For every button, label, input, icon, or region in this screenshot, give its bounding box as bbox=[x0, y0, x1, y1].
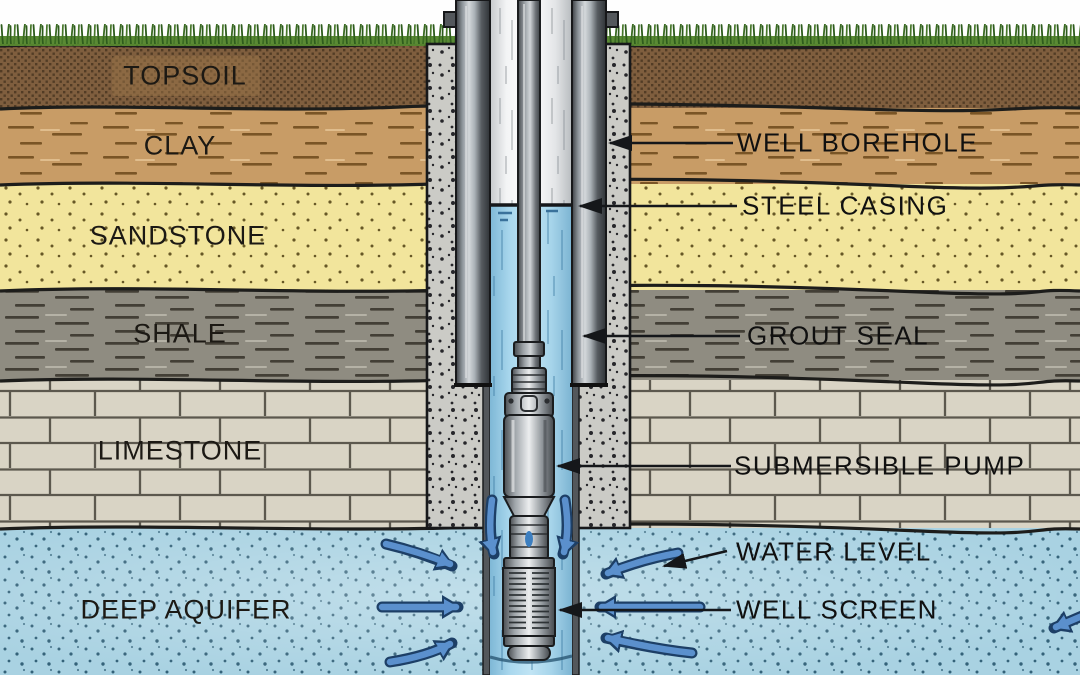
flow-arrow-right-bottom-fill bbox=[604, 632, 696, 657]
callout-arrows bbox=[556, 135, 740, 618]
borehole-liner-right bbox=[571, 375, 580, 675]
callout-label-well-borehole: WELL BOREHOLE bbox=[737, 127, 979, 158]
pump-bottom-cap bbox=[507, 645, 551, 661]
callout-label-submersible-pump: SUBMERSIBLE PUMP bbox=[734, 450, 1026, 481]
flow-arrow-left-top-fill bbox=[382, 540, 454, 568]
valve-water-drop bbox=[525, 531, 533, 547]
pump-bolt-right bbox=[544, 398, 550, 404]
steel-casing-right bbox=[571, 0, 607, 385]
boundary-shale-limestone bbox=[0, 373, 1080, 387]
drop-pipe bbox=[517, 0, 541, 351]
well-screen-slots bbox=[509, 572, 549, 629]
steel-casing-left bbox=[455, 0, 491, 385]
flow-arrow-left-bottom-fill bbox=[386, 640, 454, 666]
boundary-limestone-aquifer bbox=[0, 522, 1080, 535]
steel-casing bbox=[443, 0, 619, 387]
label-sandstone: SANDSTONE bbox=[89, 220, 267, 251]
pump-taper bbox=[502, 496, 556, 517]
callout-label-water-level: WATER LEVEL bbox=[736, 536, 932, 567]
down-flow-arrow-right-fill bbox=[559, 496, 575, 556]
screen-bottom-rim bbox=[503, 635, 555, 647]
pipe-coupling bbox=[513, 341, 545, 357]
pump-head-lug bbox=[520, 395, 538, 412]
pipe-segment bbox=[517, 355, 541, 369]
water-surface-dashes bbox=[498, 209, 558, 222]
screen-top-rim bbox=[503, 557, 555, 569]
boundary-sandstone-shale bbox=[0, 283, 1080, 296]
pump-bolt-left bbox=[508, 398, 514, 404]
submersible-pump-assembly bbox=[502, 367, 556, 661]
label-topsoil: TOPSOIL bbox=[123, 60, 247, 91]
down-flow-arrow-left-fill bbox=[482, 496, 499, 556]
bore-bottom-line bbox=[489, 654, 573, 664]
topsoil-label-patch bbox=[112, 56, 260, 96]
callout-label-steel-casing: STEEL CASING bbox=[742, 190, 949, 221]
callout-label-well-screen: WELL SCREEN bbox=[736, 594, 938, 625]
callout-arrow-water-level bbox=[662, 549, 728, 569]
callout-label-grout-seal: GROUT SEAL bbox=[747, 320, 930, 351]
label-shale: SHALE bbox=[133, 318, 227, 349]
label-clay: CLAY bbox=[143, 130, 217, 161]
label-deep-aquifer: DEEP AQUIFER bbox=[80, 594, 292, 625]
label-limestone: LIMESTONE bbox=[97, 435, 263, 466]
pump-adapter bbox=[511, 367, 547, 395]
